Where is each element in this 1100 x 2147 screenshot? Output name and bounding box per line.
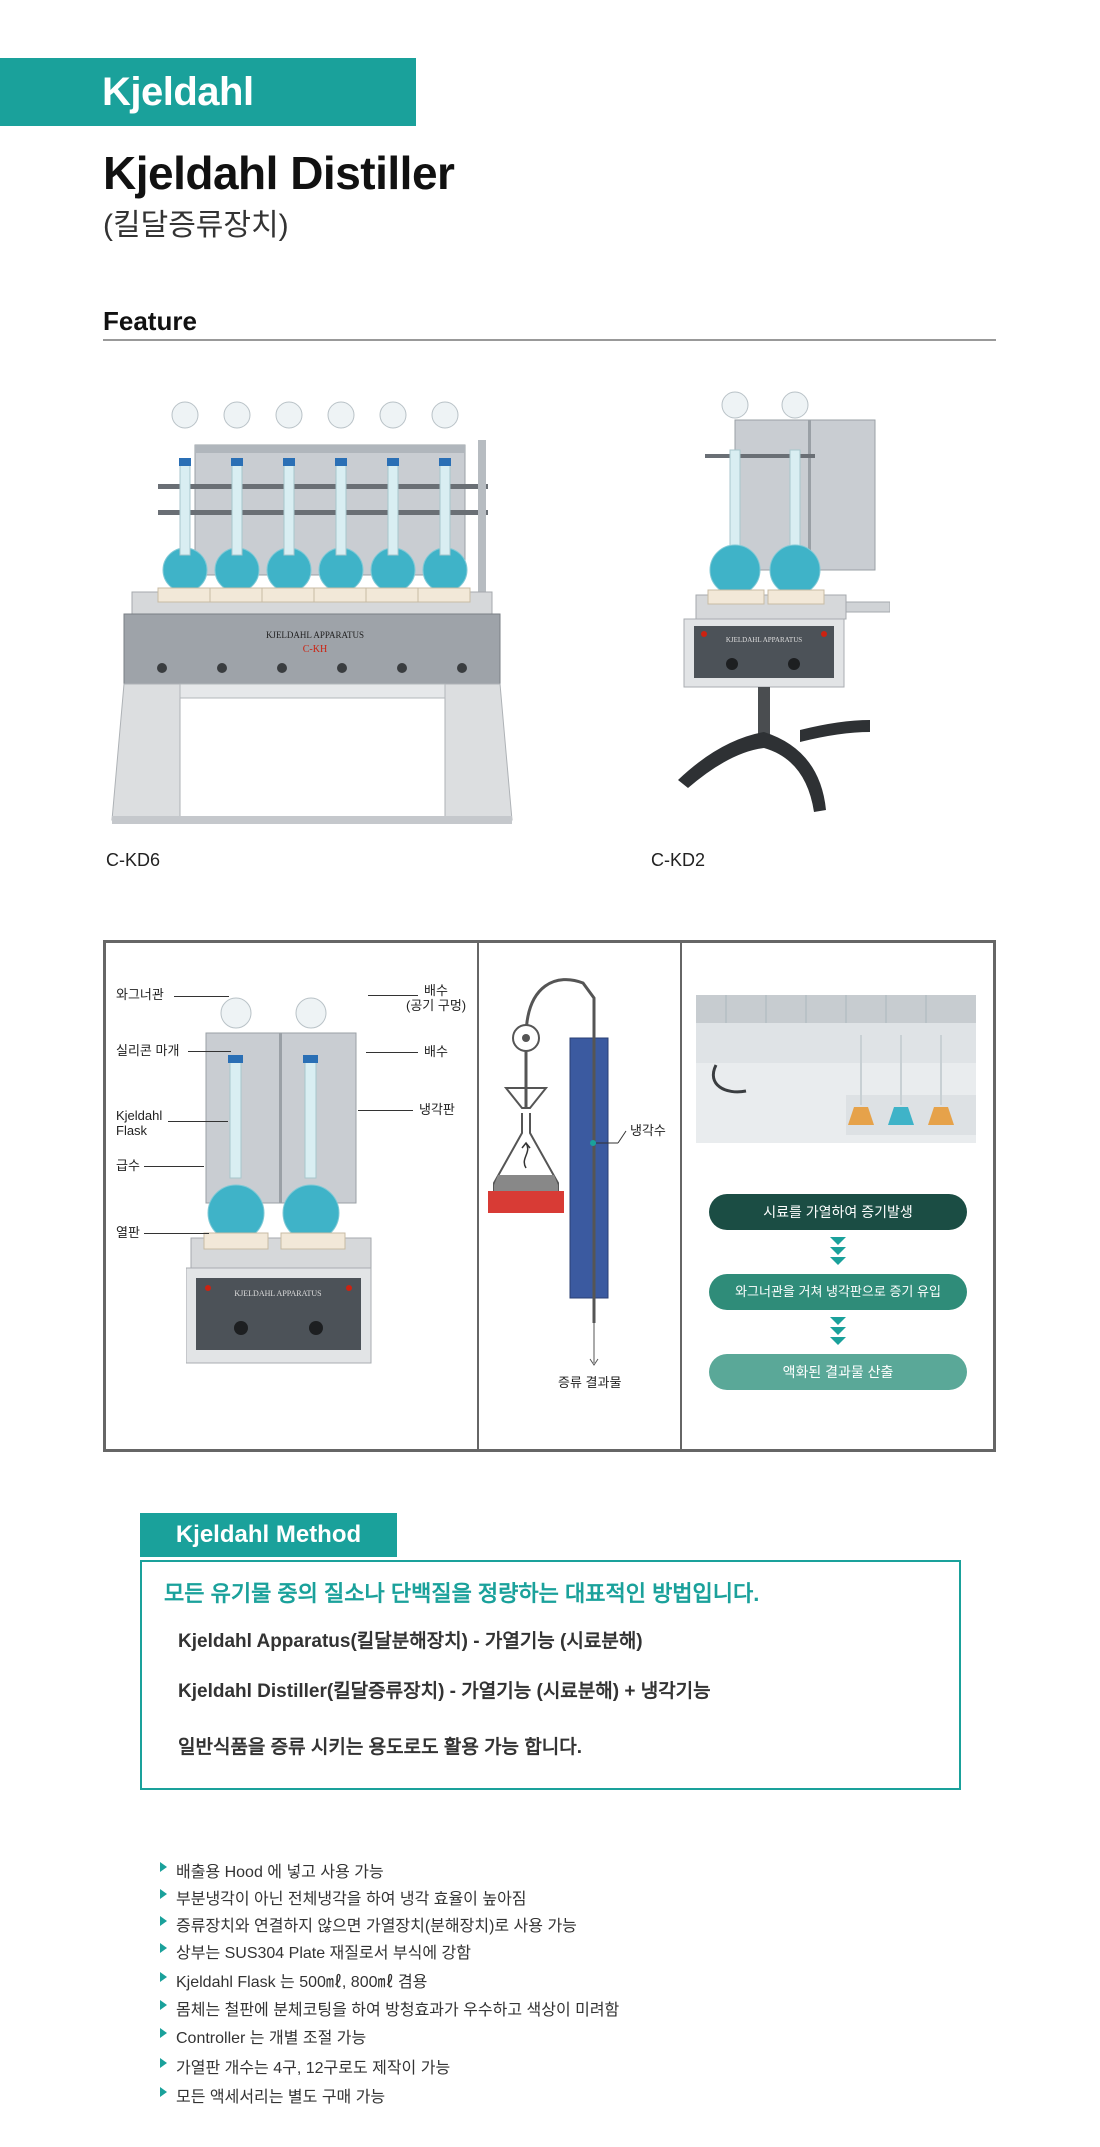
page-title: Kjeldahl Distiller [103, 147, 455, 199]
flow-step-3: 액화된 결과물 산출 [709, 1354, 967, 1390]
diagram-panel-brand: KJELDAHL APPARATUS [234, 1289, 321, 1298]
page-subtitle: (킬달증류장치) [103, 209, 289, 242]
line-drain-2 [366, 1052, 418, 1053]
label-silicone-stopper: 실리콘 마개 [116, 1043, 180, 1058]
diagram-divider-2 [680, 943, 682, 1449]
bullet-marker-icon [160, 1916, 167, 1926]
c-kd6-panel-model: C-KH [303, 644, 327, 655]
distiller-diagram: KJELDAHL APPARATUS 와그너관 실리콘 마개 Kjeldahl … [103, 940, 996, 1452]
method-banner: Kjeldahl Method [140, 1513, 397, 1557]
line-supply [144, 1166, 204, 1167]
feature-divider [103, 339, 996, 341]
label-drain-1: 배수 [424, 983, 448, 998]
collection-photo [696, 995, 976, 1143]
product-label-c-kd2: C-KD2 [651, 850, 706, 870]
label-cooling-water: 냉각수 [630, 1123, 666, 1138]
feature-bullet-text: Controller 는 개별 조절 가능 [176, 2030, 367, 2047]
method-line-usage: 일반식품을 증류 시키는 용도로도 활용 가능 합니다. [178, 1737, 583, 1758]
bullet-marker-icon [160, 1943, 167, 1953]
line-flask [168, 1121, 228, 1122]
bullet-marker-icon [160, 1862, 167, 1872]
feature-bullet-text: 모든 액세서리는 별도 구매 가능 [176, 2089, 386, 2106]
diagram-divider-1 [477, 943, 479, 1449]
line-cooling-plate [358, 1110, 413, 1111]
bullet-marker-icon [160, 2000, 167, 2010]
line-heating-plate [144, 1233, 209, 1234]
line-drain-1 [368, 995, 418, 996]
method-line-distiller: Kjeldahl Distiller(킬달증류장치) - 가열기능 (시료분해)… [178, 1681, 711, 1702]
method-title: Kjeldahl Method [175, 1521, 362, 1548]
label-drain-2: 배수 [424, 1044, 448, 1059]
bullet-marker-icon [160, 2028, 167, 2038]
line-wagner [174, 996, 229, 997]
feature-bullet-text: 배출용 Hood 에 넣고 사용 가능 [176, 1864, 384, 1881]
c-kd2-panel-brand: KJELDAHL APPARATUS [726, 636, 802, 644]
method-headline: 모든 유기물 중의 질소나 단백질을 정량하는 대표적인 방법입니다. [164, 1581, 760, 1606]
method-line-apparatus: Kjeldahl Apparatus(킬달분해장치) - 가열기능 (시료분해) [178, 1631, 643, 1652]
bullet-marker-icon [160, 2087, 167, 2097]
feature-bullet-text: 가열판 개수는 4구, 12구로도 제작이 가능 [176, 2060, 451, 2077]
product-c-kd2-image: KJELDAHL APPARATUS [660, 380, 891, 840]
product-label-c-kd6: C-KD6 [106, 850, 161, 870]
label-heating-plate: 열판 [116, 1225, 140, 1240]
feature-bullet-text: 부분냉각이 아닌 전체냉각을 하여 냉각 효율이 높아짐 [176, 1891, 527, 1908]
c-kd6-panel-brand: KJELDAHL APPARATUS [266, 630, 364, 640]
category-banner: Kjeldahl [0, 58, 416, 126]
feature-bullet-text: 몸체는 철판에 분체코팅을 하여 방청효과가 우수하고 색상이 미려함 [176, 2002, 620, 2019]
diagram-apparatus-illustration: KJELDAHL APPARATUS [186, 997, 372, 1364]
flow-arrow-1 [830, 1237, 846, 1265]
label-cooling-plate: 냉각판 [419, 1102, 455, 1117]
bullet-marker-icon [160, 2058, 167, 2068]
method-box: 모든 유기물 중의 질소나 단백질을 정량하는 대표적인 방법입니다. Kjel… [140, 1560, 961, 1790]
label-drain-1-sub: (공기 구멍) [406, 998, 467, 1013]
label-wagner-tube: 와그너관 [116, 987, 164, 1002]
label-kjeldahl-flask: Kjeldahl Flask [116, 1108, 163, 1138]
category-label: Kjeldahl [102, 70, 254, 114]
feature-bullet-text: Kjeldahl Flask 는 500㎖, 800㎖ 겸용 [176, 1974, 428, 1991]
feature-title: Feature [103, 306, 197, 336]
flow-step-2: 와그너관을 거쳐 냉각판으로 증기 유입 [709, 1274, 967, 1310]
bullet-marker-icon [160, 1972, 167, 1982]
label-distillate: 증류 결과물 [558, 1375, 622, 1390]
feature-bullet-text: 상부는 SUS304 Plate 재질로서 부식에 강함 [176, 1945, 471, 1962]
label-water-supply: 급수 [116, 1158, 140, 1173]
product-c-kd6-image: KJELDAHL APPARATUS C-KH [110, 380, 540, 840]
flow-step-1: 시료를 가열하여 증기발생 [709, 1194, 967, 1230]
line-silicone [188, 1051, 231, 1052]
bullet-marker-icon [160, 1889, 167, 1899]
flow-arrow-2 [830, 1317, 846, 1345]
feature-bullet-text: 증류장치와 연결하지 않으면 가열장치(분해장치)로 사용 가능 [176, 1918, 577, 1935]
distillation-schematic [488, 978, 627, 1366]
